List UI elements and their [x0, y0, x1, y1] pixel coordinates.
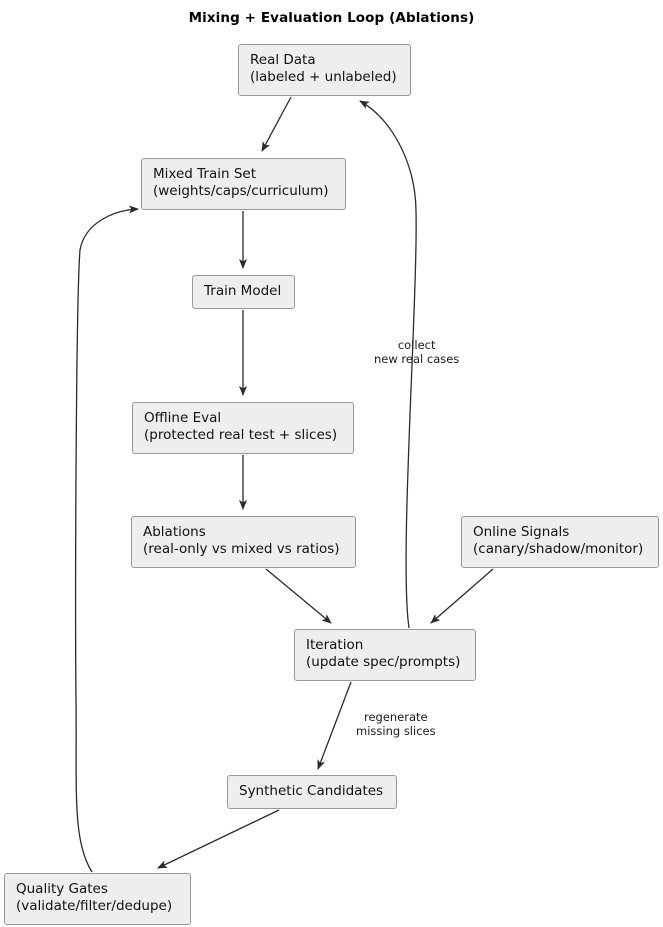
node-real-data-line1: Real Data: [250, 52, 316, 68]
node-quality-gates-line1: Quality Gates: [16, 881, 108, 897]
node-mixed-train-set-line2: (weights/caps/curriculum): [153, 183, 329, 199]
node-train-model-line1: Train Model: [204, 283, 282, 299]
node-online-signals-line1: Online Signals: [473, 524, 570, 540]
edge-label-collect-new-real-cases: collect new real cases: [374, 338, 459, 366]
node-online-signals[interactable]: Online Signals (canary/shadow/monitor): [461, 516, 659, 568]
node-offline-eval-line1: Offline Eval: [144, 410, 222, 426]
node-mixed-train-set-line1: Mixed Train Set: [153, 166, 256, 182]
node-offline-eval[interactable]: Offline Eval (protected real test + slic…: [132, 402, 354, 454]
edge-label-regenerate-missing-slices: regenerate missing slices: [356, 710, 436, 738]
edge-iteration-to-synthetic-candidates: [317, 681, 352, 770]
node-real-data[interactable]: Real Data (labeled + unlabeled): [238, 44, 411, 96]
node-real-data-line2: (labeled + unlabeled): [250, 69, 397, 85]
node-ablations-line1: Ablations: [143, 524, 206, 540]
node-iteration-line1: Iteration: [306, 637, 364, 653]
node-online-signals-line2: (canary/shadow/monitor): [473, 541, 644, 557]
edge-ablations-to-iteration: [265, 568, 332, 624]
edge-label-regenerate-line2: missing slices: [356, 724, 436, 738]
node-ablations-line2: (real-only vs mixed vs ratios): [143, 541, 340, 557]
edge-label-collect-line1: collect: [397, 338, 436, 352]
node-quality-gates[interactable]: Quality Gates (validate/filter/dedupe): [4, 873, 191, 925]
node-offline-eval-line2: (protected real test + slices): [144, 427, 338, 443]
edge-iteration-to-real-data: [359, 100, 417, 629]
edge-quality-gates-to-mixed-train-set: [74, 205, 139, 873]
node-synthetic-candidates[interactable]: Synthetic Candidates: [227, 775, 397, 809]
node-quality-gates-line2: (validate/filter/dedupe): [16, 898, 173, 914]
page-title: Mixing + Evaluation Loop (Ablations): [188, 10, 475, 26]
edge-real-data-to-mixed-train-set: [261, 96, 292, 152]
node-train-model[interactable]: Train Model: [192, 275, 295, 309]
node-ablations[interactable]: Ablations (real-only vs mixed vs ratios): [131, 516, 356, 568]
node-iteration[interactable]: Iteration (update spec/prompts): [294, 629, 476, 681]
node-synthetic-candidates-line1: Synthetic Candidates: [239, 783, 384, 799]
edge-online-signals-to-iteration: [430, 568, 494, 624]
edge-label-regenerate-line1: regenerate: [363, 710, 428, 724]
edge-synthetic-candidates-to-quality-gates: [157, 809, 280, 869]
node-iteration-line2: (update spec/prompts): [306, 654, 461, 670]
edge-label-collect-line2: new real cases: [374, 352, 460, 366]
node-mixed-train-set[interactable]: Mixed Train Set (weights/caps/curriculum…: [141, 158, 346, 210]
